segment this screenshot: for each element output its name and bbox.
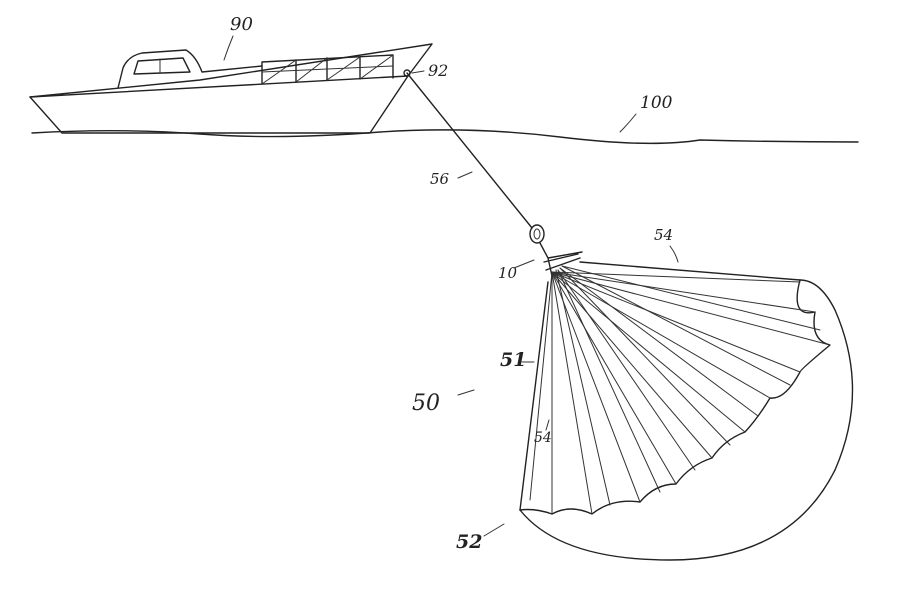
swivel-bridle (539, 242, 583, 277)
tow-point (403, 69, 411, 77)
leader-boat (223, 35, 234, 61)
tow-line (406, 72, 533, 229)
ref-canopy-mouth: 51 (500, 349, 526, 371)
suspension-lines (529, 265, 831, 515)
boat-frame-cross (261, 54, 394, 85)
leader-tow-point (411, 70, 425, 74)
connector-swivel (529, 224, 583, 277)
boat-cabin (117, 49, 263, 89)
leader-connector (513, 259, 535, 269)
canopy-top-edge (579, 261, 801, 281)
canopy-left-edge (519, 281, 549, 511)
boat-deck-line (29, 43, 433, 98)
leader-drogue (457, 389, 475, 396)
ref-water: 100 (640, 93, 673, 113)
ref-drogue: 50 (412, 391, 440, 416)
reference-labels: 90 92 100 56 10 54 51 50 54 52 (223, 14, 679, 553)
leader-canopy-skirt (483, 523, 505, 537)
ref-canopy-skirt: 52 (456, 531, 482, 553)
ref-tow-line: 56 (430, 170, 450, 188)
swivel-ring (529, 224, 545, 244)
ref-suspension-lines: 54 (654, 226, 673, 244)
boat (29, 43, 433, 134)
leader-suspension-lines (669, 245, 679, 263)
boat-cabin-window (133, 57, 191, 75)
boat-hull (29, 75, 409, 134)
ref-suspension-lines-lower: 54 (534, 430, 552, 446)
drogue-device (519, 261, 854, 561)
water-surface (31, 129, 859, 145)
ref-boat: 90 (230, 14, 253, 35)
canopy-outline (519, 279, 854, 561)
ref-tow-point: 92 (428, 61, 448, 80)
ref-connector: 10 (498, 264, 518, 282)
leader-suspension-lines-lower (545, 419, 550, 431)
leader-tow-line (457, 171, 473, 179)
leader-water (619, 113, 637, 133)
swivel-inner (533, 228, 541, 240)
